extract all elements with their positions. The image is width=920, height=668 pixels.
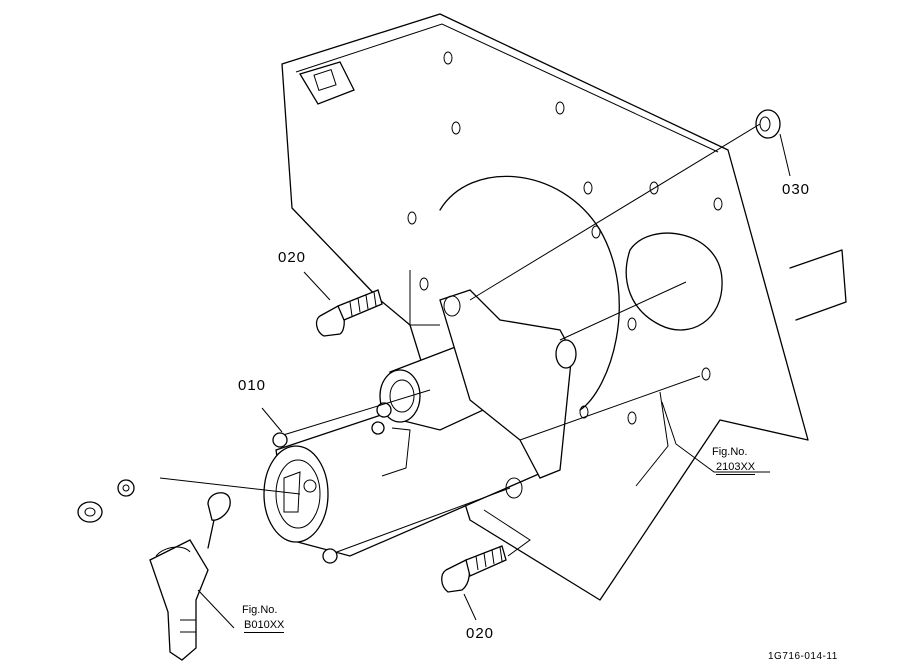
nut-030 — [755, 109, 791, 177]
left-fig-number: B010XX — [244, 619, 285, 633]
starter-motor-010 — [261, 289, 577, 564]
callout-030: 030 — [782, 181, 811, 198]
right-fig-number: 2103XX — [716, 461, 756, 475]
left-fig-label: Fig.No. — [242, 604, 278, 616]
right-reference-bracket — [635, 391, 770, 487]
assembly-lines — [159, 123, 761, 557]
bolt-lower-020 — [441, 545, 507, 621]
bolt-upper-020 — [303, 271, 383, 337]
callout-020-upper: 020 — [278, 249, 307, 266]
mounting-plate — [281, 13, 847, 601]
right-fig-label: Fig.No. — [712, 446, 748, 458]
callout-010: 010 — [238, 377, 267, 394]
callout-020-lower: 020 — [466, 625, 495, 642]
cable-and-washers — [77, 479, 235, 661]
drawing-code: 1G716-014-11 — [768, 651, 838, 662]
